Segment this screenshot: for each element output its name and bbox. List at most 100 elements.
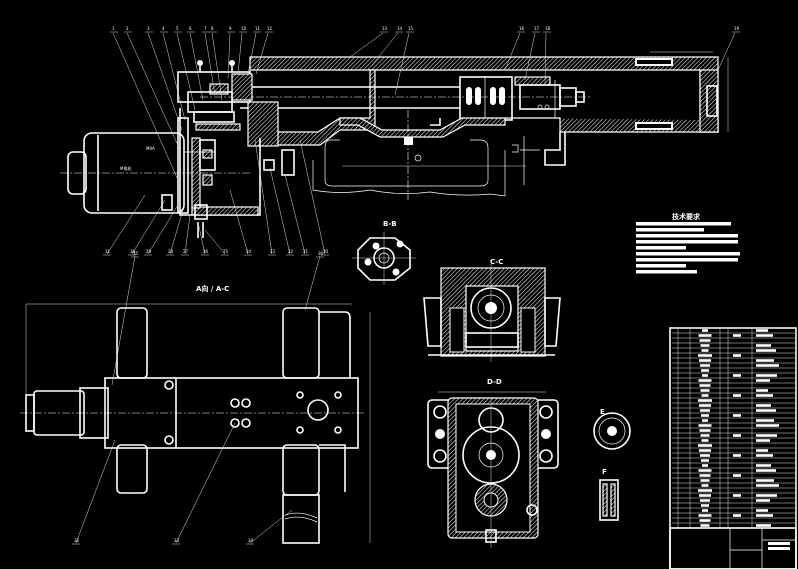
leader-line: [147, 204, 179, 255]
parts-name-cell: [699, 449, 711, 452]
parts-material-cell: [756, 484, 779, 487]
tech-req-line: [636, 234, 738, 238]
motor-label: M电机: [120, 165, 131, 171]
parts-material-cell: [756, 394, 773, 397]
parts-name-cell: [699, 339, 711, 342]
parts-name-cell: [701, 504, 709, 507]
leader-line: [269, 167, 291, 255]
parts-code-cell: [733, 494, 741, 497]
balloon-label: 30: [130, 249, 136, 254]
parts-name-cell: [701, 349, 709, 352]
parts-code-cell: [733, 394, 741, 397]
balloon-label: 5: [176, 26, 179, 31]
parts-material-cell: [756, 389, 768, 392]
parts-name-cell: [702, 509, 708, 512]
balloon-label: 15: [408, 26, 414, 31]
tech-req-line: [636, 228, 704, 232]
parts-name-cell: [698, 489, 712, 492]
parts-material-cell: [756, 419, 774, 422]
parts-name-cell: [700, 454, 710, 457]
tech-req-line: [636, 264, 686, 268]
parts-name-cell: [700, 524, 710, 527]
leader-line: [111, 255, 136, 386]
balloon-label: 35: [133, 251, 139, 256]
balloon-label: 33: [174, 538, 180, 543]
parts-material-cell: [756, 349, 776, 352]
tech-req-line: [636, 222, 731, 226]
parts-name-cell: [698, 334, 712, 337]
parts-material-cell: [756, 464, 771, 467]
parts-material-cell: [756, 364, 779, 367]
balloon-label: 1: [112, 26, 115, 31]
parts-code-cell: [733, 514, 741, 517]
leader-line: [255, 32, 269, 75]
parts-name-cell: [698, 379, 712, 382]
parts-name-cell: [701, 369, 709, 372]
leader-line: [75, 439, 116, 544]
parts-name-cell: [700, 499, 710, 502]
balloon-label: 8: [211, 26, 214, 31]
balloon-label: 28: [168, 249, 174, 254]
parts-name-cell: [698, 354, 712, 357]
top-view-title: A向 / A-C: [196, 284, 229, 293]
balloon-label: 9: [229, 26, 232, 31]
balloon-label: 2: [126, 26, 129, 31]
leader-line: [299, 139, 326, 255]
parts-name-cell: [699, 359, 711, 362]
leader-line: [229, 189, 249, 255]
leader-line: [249, 509, 293, 544]
title-block: [669, 527, 797, 569]
leader-line: [112, 32, 179, 181]
balloon-label: 13: [382, 26, 388, 31]
balloon-label: 32: [74, 538, 80, 543]
parts-code-cell: [733, 374, 741, 377]
tech-req-title: 技术要求: [672, 212, 701, 221]
parts-material-cell: [756, 359, 774, 362]
balloon-label: 24: [246, 249, 252, 254]
balloon-label: 17: [534, 26, 540, 31]
parts-material-cell: [756, 424, 779, 427]
parts-material-cell: [756, 374, 777, 377]
leader-line: [211, 32, 223, 101]
leader-line: [204, 32, 216, 96]
balloon-label: 22: [288, 249, 294, 254]
leader-line: [175, 422, 236, 544]
balloon-label: 34: [248, 538, 254, 543]
balloon-label: 29: [146, 249, 152, 254]
parts-name-cell: [698, 469, 712, 472]
parts-material-cell: [756, 439, 770, 442]
leader-line: [237, 32, 243, 75]
gearbox-view-d: D-D: [427, 378, 559, 548]
parts-name-cell: [701, 414, 709, 417]
leader-line: [304, 255, 321, 311]
leader-line: [394, 32, 410, 96]
parts-material-cell: [756, 379, 770, 382]
detail-e-label: E: [600, 408, 605, 416]
parts-name-cell: [701, 439, 709, 442]
leader-line: [189, 32, 204, 101]
parts-name-cell: [699, 494, 711, 497]
tech-req-line: [636, 246, 686, 250]
arm-end-cap: [699, 69, 719, 133]
parts-material-cell: [756, 469, 776, 472]
leader-line: [524, 32, 536, 81]
parts-name-cell: [699, 384, 711, 387]
parts-name-cell: [700, 409, 710, 412]
cross-section-c: C-C: [423, 258, 561, 362]
leader-line: [371, 32, 399, 66]
parts-material-cell: [756, 514, 773, 517]
balloon-label: 18: [545, 26, 551, 31]
leader-line: [197, 221, 206, 255]
parts-name-cell: [700, 479, 710, 482]
balloon-label: 20: [323, 249, 329, 254]
parts-code-cell: [733, 334, 741, 337]
parts-name-cell: [700, 344, 710, 347]
tech-req-line: [636, 252, 740, 256]
parts-name-cell: [698, 514, 712, 517]
technical-requirements: 技术要求: [636, 212, 740, 274]
balloon-label: 26: [203, 249, 209, 254]
parts-material-cell: [756, 449, 768, 452]
parts-name-cell: [702, 329, 708, 332]
